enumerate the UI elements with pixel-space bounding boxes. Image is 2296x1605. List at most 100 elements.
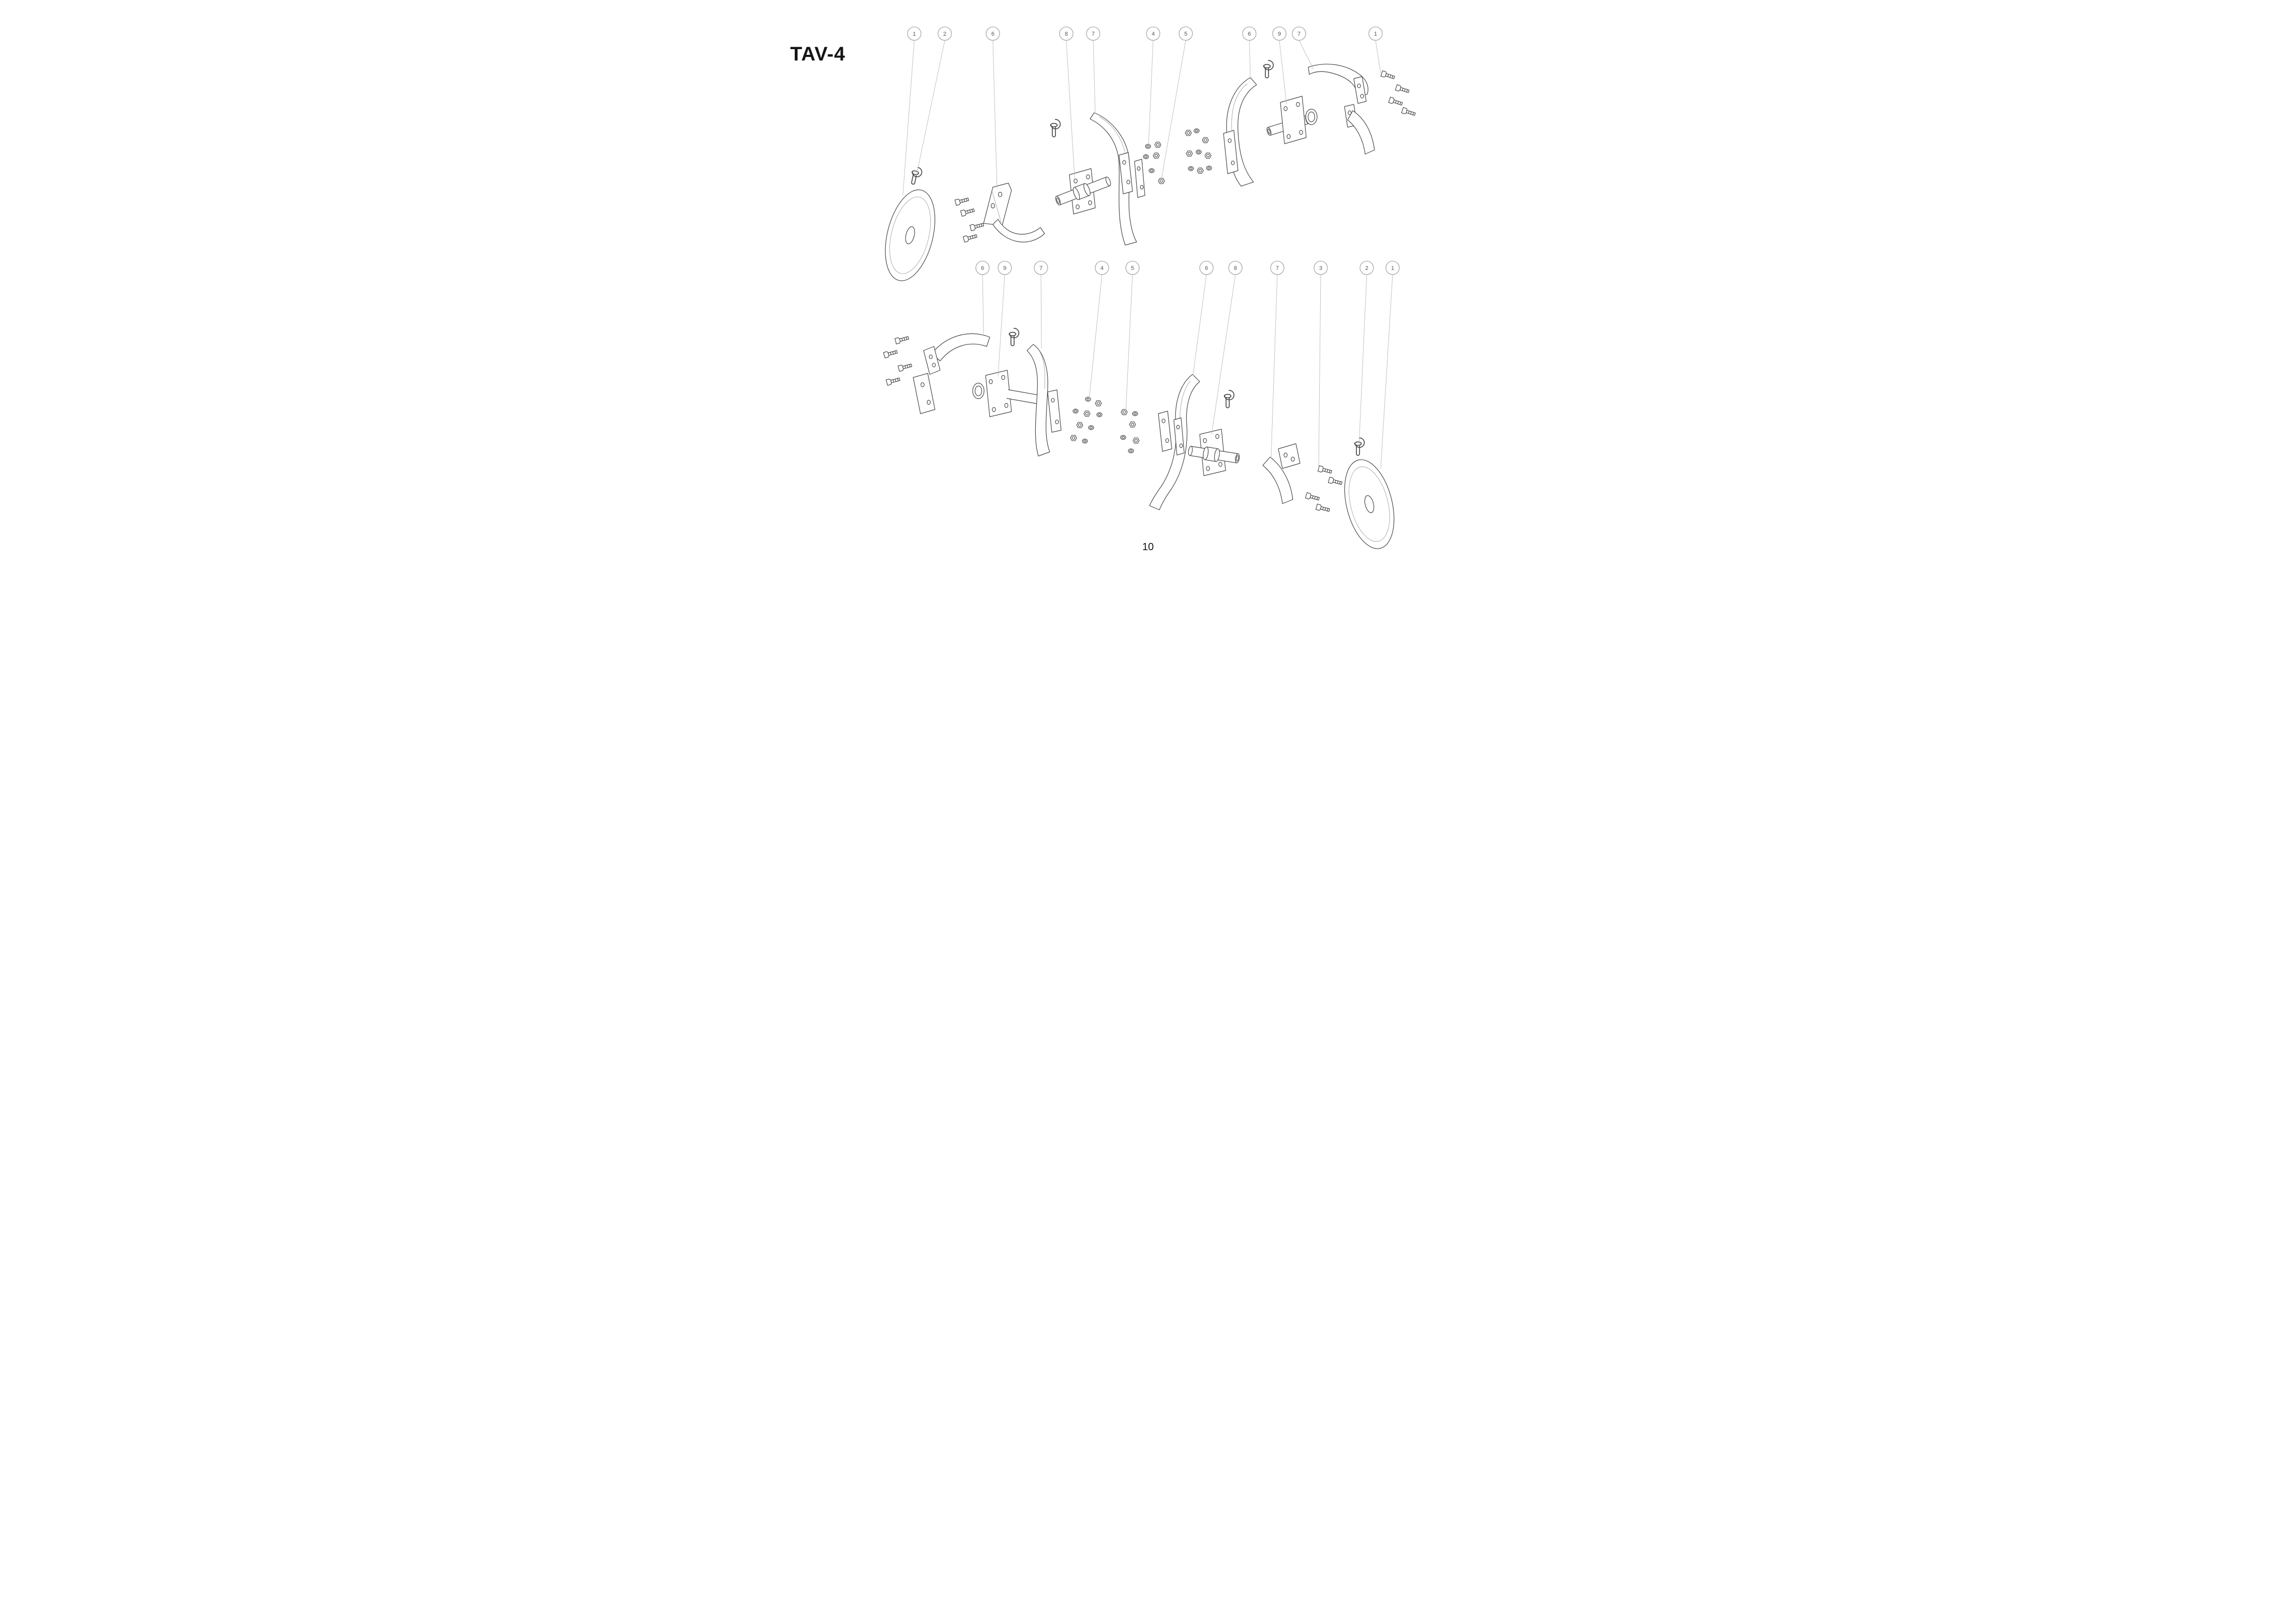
bearing-bore: [1307, 111, 1316, 123]
hex-bolt: [960, 207, 975, 217]
leader-line: [1380, 274, 1393, 469]
callout-top-9: 9: [1272, 26, 1287, 105]
callout-balloon: [1385, 261, 1400, 275]
callout-balloon: [1313, 261, 1328, 275]
hex-bolt: [897, 362, 913, 372]
callout-bottom-7b: 7: [1270, 261, 1285, 459]
callout-balloon: [1368, 26, 1383, 41]
hex-nut: [1202, 137, 1209, 143]
tiller-blade: [992, 219, 1045, 243]
exploded-parts-diagram: 1 2 6 8 7 4 5: [883, 26, 1416, 549]
r-clip-pin: [909, 166, 924, 186]
hex-nut: [1158, 178, 1165, 184]
tiller-tine-bottom-left: [1026, 344, 1062, 457]
leader-line: [982, 274, 984, 335]
callout-balloon: [1199, 261, 1214, 275]
flange-hole: [1287, 134, 1291, 139]
callout-balloon: [975, 261, 990, 275]
bolt-set-bottom-right: [1305, 465, 1343, 513]
bracket-plate: [983, 183, 1012, 226]
callout-balloon: [1059, 26, 1074, 41]
tube-bore: [1056, 198, 1060, 204]
flange-hole: [989, 379, 993, 384]
washer: [1132, 411, 1138, 416]
clamp-plates-top: [1119, 152, 1145, 198]
tube-sides: [1006, 389, 1040, 404]
callout-top-4: 4: [1146, 26, 1160, 146]
clamp-plate: [1047, 389, 1062, 433]
callout-bottom-9: 9: [998, 261, 1012, 377]
leader-line: [998, 274, 1005, 377]
hex-bolt: [883, 349, 898, 358]
callout-label: 7: [1297, 31, 1301, 37]
hex-bolt: [1380, 70, 1396, 81]
callout-bottom-5: 5: [1125, 261, 1140, 413]
bolt-hole: [1228, 138, 1232, 143]
disc-center-hole: [905, 226, 915, 245]
washer: [1120, 435, 1126, 440]
bolt-hole: [1140, 185, 1144, 190]
hex-nut: [1132, 437, 1140, 444]
callout-balloon: [1228, 261, 1243, 275]
hub-flange-plate: [1280, 96, 1307, 144]
r-clip-pin: [1354, 437, 1365, 456]
flange-hole: [1296, 102, 1300, 107]
bolt-hole: [1348, 110, 1352, 115]
callout-balloon: [1292, 26, 1306, 41]
blade-band: [1262, 457, 1293, 504]
page-title: TAV-4: [790, 43, 846, 65]
hex-bolt: [969, 221, 985, 231]
tine-blade: [1149, 374, 1200, 510]
callout-balloon: [1272, 26, 1287, 41]
callout-label: 2: [1365, 265, 1368, 271]
side-disc-right: [1344, 459, 1395, 549]
bolt-hole: [998, 192, 1003, 198]
fastener-cluster-top-left: [1143, 142, 1165, 184]
bracket-bend-line: [991, 190, 1002, 223]
hex-nut: [1204, 153, 1212, 159]
rotor-hub-assembly: [1055, 168, 1111, 215]
callout-label: 6: [981, 265, 984, 271]
flange-hole: [1076, 204, 1080, 209]
hub-collar-edge: [1203, 446, 1209, 460]
bolt-hole: [1357, 83, 1361, 88]
hex-nut: [1153, 153, 1160, 159]
callout-label: 3: [1319, 265, 1322, 271]
hex-bolt: [1305, 492, 1320, 502]
fastener-cluster-bottom-right: [1120, 409, 1140, 453]
blade-band: [931, 333, 990, 361]
tube-body: [1006, 389, 1040, 404]
fastener-cluster-bottom-left: [1070, 397, 1102, 444]
leader-line: [916, 40, 945, 176]
bolt-hole: [920, 382, 925, 387]
callout-balloon: [938, 26, 952, 41]
callout-bottom-8: 8: [1211, 261, 1243, 435]
clamp-plates-bottom: [1158, 411, 1185, 456]
flange-hole: [1086, 174, 1090, 179]
hex-nut: [1070, 435, 1077, 441]
flange-hole: [1299, 130, 1303, 135]
hub-collar-edge: [1073, 187, 1080, 200]
callout-label: 6: [991, 31, 994, 37]
bolt-hole: [927, 400, 931, 405]
callout-label: 4: [1100, 265, 1104, 271]
callout-top-6b: 6: [1242, 26, 1257, 80]
leader-line: [1089, 274, 1102, 401]
leader-line: [992, 40, 998, 189]
callout-bottom-6b: 6: [1192, 261, 1214, 376]
leader-line: [1093, 40, 1096, 114]
washer: [1188, 166, 1194, 171]
bolt-hole: [1126, 179, 1130, 185]
callout-balloon: [1095, 261, 1109, 275]
hex-bolt: [885, 376, 901, 386]
callout-balloon: [1242, 26, 1257, 41]
flange-hole: [1074, 178, 1078, 184]
flange-hole: [1215, 434, 1219, 439]
callout-label: 8: [1234, 265, 1237, 271]
flange-hole: [1088, 200, 1092, 205]
tube-bore: [1236, 455, 1239, 462]
leader-line: [1375, 40, 1381, 74]
hex-bolt: [1315, 504, 1331, 513]
callout-label: 6: [1205, 265, 1208, 271]
callout-top-1: 1: [902, 26, 922, 196]
